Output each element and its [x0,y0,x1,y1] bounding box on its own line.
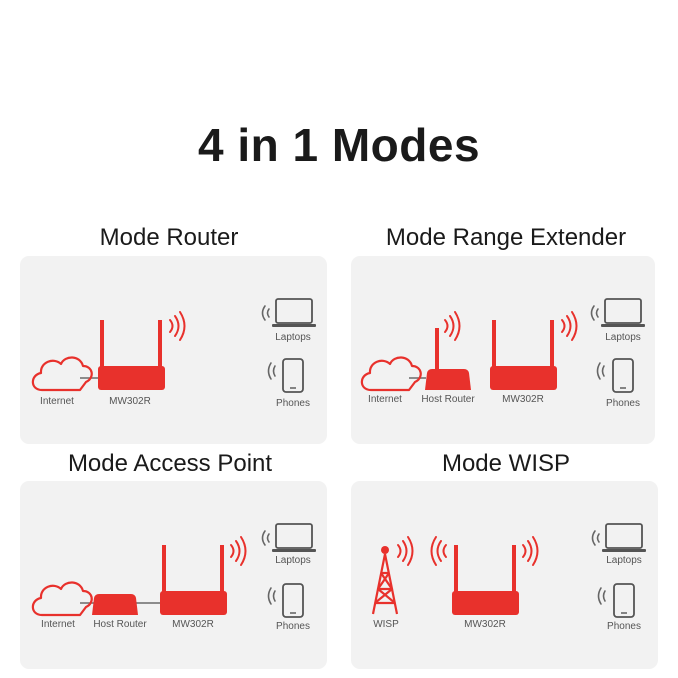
mode-range-extender-heading: Mode Range Extender [385,224,627,251]
phones-label: Phones [276,621,310,632]
phones-label: Phones [607,621,641,632]
internet-label: Internet [41,619,75,630]
host-router-label: Host Router [93,619,147,630]
mw302r-router-icon [98,320,165,390]
wifi-signal-icon [444,311,461,341]
device-label: MW302R [502,394,544,405]
laptop-icon [261,523,316,552]
mode-access-point-panel: Internet Host Router MW302R Laptops Phon… [20,481,327,669]
phones-label: Phones [606,398,640,409]
laptop-icon [591,523,646,552]
device-label: MW302R [109,396,151,407]
phone-icon [597,583,635,618]
host-router-label: Host Router [421,394,475,405]
wisp-tower-icon [371,546,399,615]
wifi-signal-icon [397,536,414,566]
mw302r-router-icon [452,545,519,615]
internet-label: Internet [368,394,402,405]
internet-cloud-icon [31,356,93,392]
host-router-icon [92,594,138,615]
host-router-icon [425,328,471,390]
wifi-signal-icon [522,536,539,566]
mode-wisp-heading: Mode WISP [441,450,571,477]
wisp-label: WISP [373,619,399,630]
laptop-icon [590,298,645,327]
internet-cloud-icon [31,581,93,617]
mode-router-panel: Internet MW302R Laptops Phones [20,256,327,444]
page-title: 4 in 1 Modes [197,119,481,171]
wifi-signal-icon [561,311,578,341]
wifi-receive-icon [430,536,447,566]
mode-access-point-heading: Mode Access Point [67,450,273,477]
laptop-icon [261,298,316,327]
phone-icon [267,583,304,618]
mw302r-router-icon [160,545,227,615]
device-label: MW302R [172,619,214,630]
wifi-signal-icon [230,536,247,566]
phone-icon [267,358,304,393]
wifi-signal-icon [169,311,186,341]
phone-icon [596,358,634,393]
laptops-label: Laptops [275,332,311,343]
laptops-label: Laptops [605,332,641,343]
mode-wisp-panel: WISP MW302R Laptops Phones [351,481,658,669]
internet-cloud-icon [360,356,422,392]
mode-router-heading: Mode Router [99,224,239,251]
mode-range-extender-panel: Internet Host Router MW302R Laptops Phon… [351,256,655,444]
device-label: MW302R [464,619,506,630]
laptops-label: Laptops [606,555,642,566]
phones-label: Phones [276,398,310,409]
laptops-label: Laptops [275,555,311,566]
internet-label: Internet [40,396,74,407]
mw302r-router-icon [490,320,557,390]
